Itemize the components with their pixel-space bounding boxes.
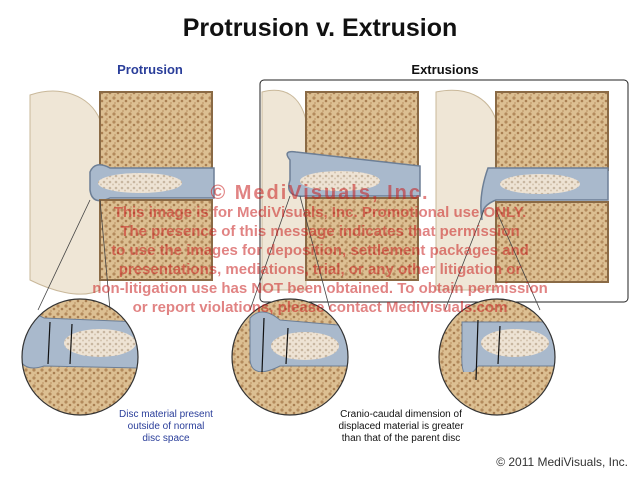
upper-vertebra xyxy=(99,91,213,171)
upper-vertebra-2 xyxy=(305,91,419,167)
extrusion-spine-1 xyxy=(261,89,421,291)
lower-vertebra-3 xyxy=(495,201,609,283)
caption-line: Disc material present xyxy=(119,409,213,420)
extrusions-label: Extrusions xyxy=(411,62,479,77)
page-title: Protrusion v. Extrusion xyxy=(182,14,458,42)
protrusion-spine xyxy=(29,90,215,295)
lower-vertebra xyxy=(99,199,213,281)
extrusion-nucleus-2 xyxy=(500,174,580,194)
caption-line: Cranio-caudal dimension of xyxy=(340,409,462,420)
magnified-extrusion-1 xyxy=(231,298,349,416)
caption-line: disc space xyxy=(142,433,190,444)
protrusion-label: Protrusion xyxy=(117,62,183,77)
protrusion-nucleus xyxy=(98,173,182,193)
extrusion-nucleus-1 xyxy=(300,171,380,191)
protrusion-caption: Disc material present outside of normal … xyxy=(96,409,236,445)
upper-vertebra-3 xyxy=(495,91,609,171)
extrusions-frame xyxy=(259,79,629,303)
caption-line: than that of the parent disc xyxy=(341,433,461,444)
magnified-extrusion-2 xyxy=(438,298,556,416)
caption-line: outside of normal xyxy=(127,421,205,432)
extrusion-caption: Cranio-caudal dimension of displaced mat… xyxy=(326,409,476,445)
magnified-protrusion xyxy=(21,298,139,416)
lower-vertebra-2 xyxy=(305,197,419,281)
extrusion-spine-2 xyxy=(435,89,609,291)
caption-line: displaced material is greater xyxy=(338,421,464,432)
copyright-notice: © 2011 MediVisuals, Inc. xyxy=(496,455,628,469)
